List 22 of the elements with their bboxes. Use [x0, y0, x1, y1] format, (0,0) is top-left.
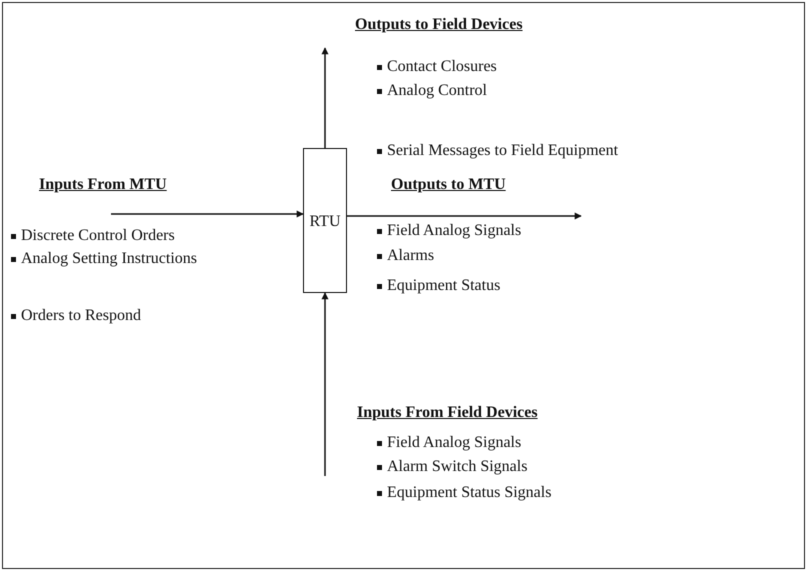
arrow [111, 210, 304, 218]
arrow [347, 212, 582, 220]
list-item: Alarms [387, 247, 434, 265]
process-box [303, 148, 347, 293]
section-heading: Outputs to Field Devices [355, 16, 523, 34]
list-item: Alarm Switch Signals [387, 458, 528, 476]
list-item: Analog Setting Instructions [21, 250, 197, 268]
list-item: Orders to Respond [21, 307, 141, 325]
section-heading: Inputs From MTU [39, 176, 167, 194]
list-item: Contact Closures [387, 58, 497, 76]
list-item: Analog Control [387, 82, 487, 100]
section-heading: Outputs to MTU [391, 176, 506, 194]
list-item: Equipment Status [387, 277, 500, 295]
list-item: Equipment Status Signals [387, 484, 552, 502]
arrow [322, 47, 328, 148]
list-item: Serial Messages to Field Equipment [387, 142, 618, 160]
list-item: Field Analog Signals [387, 434, 522, 452]
arrow [322, 292, 328, 476]
box-label: RTU [309, 213, 341, 231]
list-item: Discrete Control Orders [21, 227, 175, 245]
section-heading: Inputs From Field Devices [357, 404, 538, 422]
list-item: Field Analog Signals [387, 222, 522, 240]
